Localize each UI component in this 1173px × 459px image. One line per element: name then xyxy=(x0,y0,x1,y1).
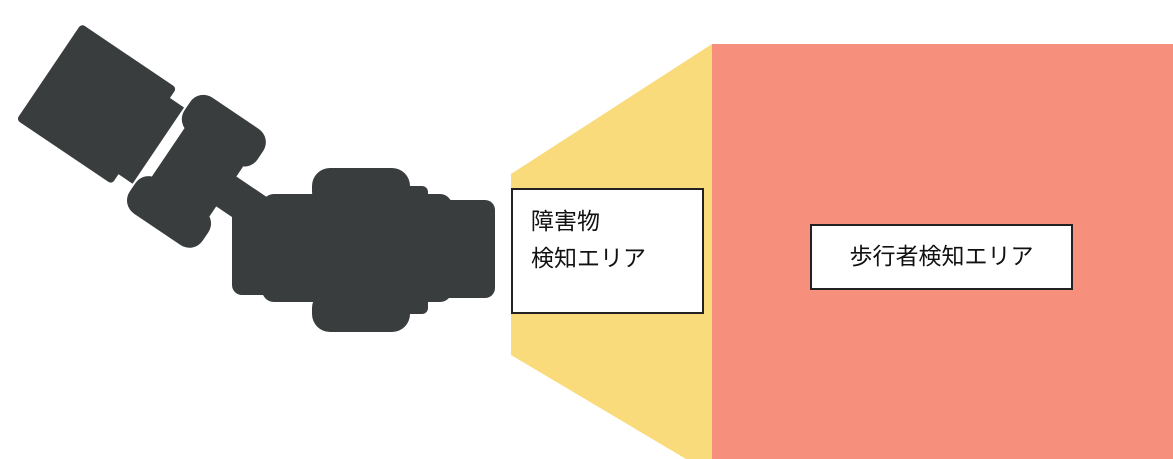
pedestrian-label-text: 歩行者検知エリア xyxy=(849,243,1034,270)
vehicle-icon xyxy=(17,25,495,332)
obstacle-label-line1: 障害物 xyxy=(531,209,600,235)
obstacle-detection-label: 障害物 検知エリア xyxy=(511,188,704,314)
obstacle-label-line2: 検知エリア xyxy=(531,245,646,272)
pedestrian-detection-label: 歩行者検知エリア xyxy=(810,224,1073,290)
